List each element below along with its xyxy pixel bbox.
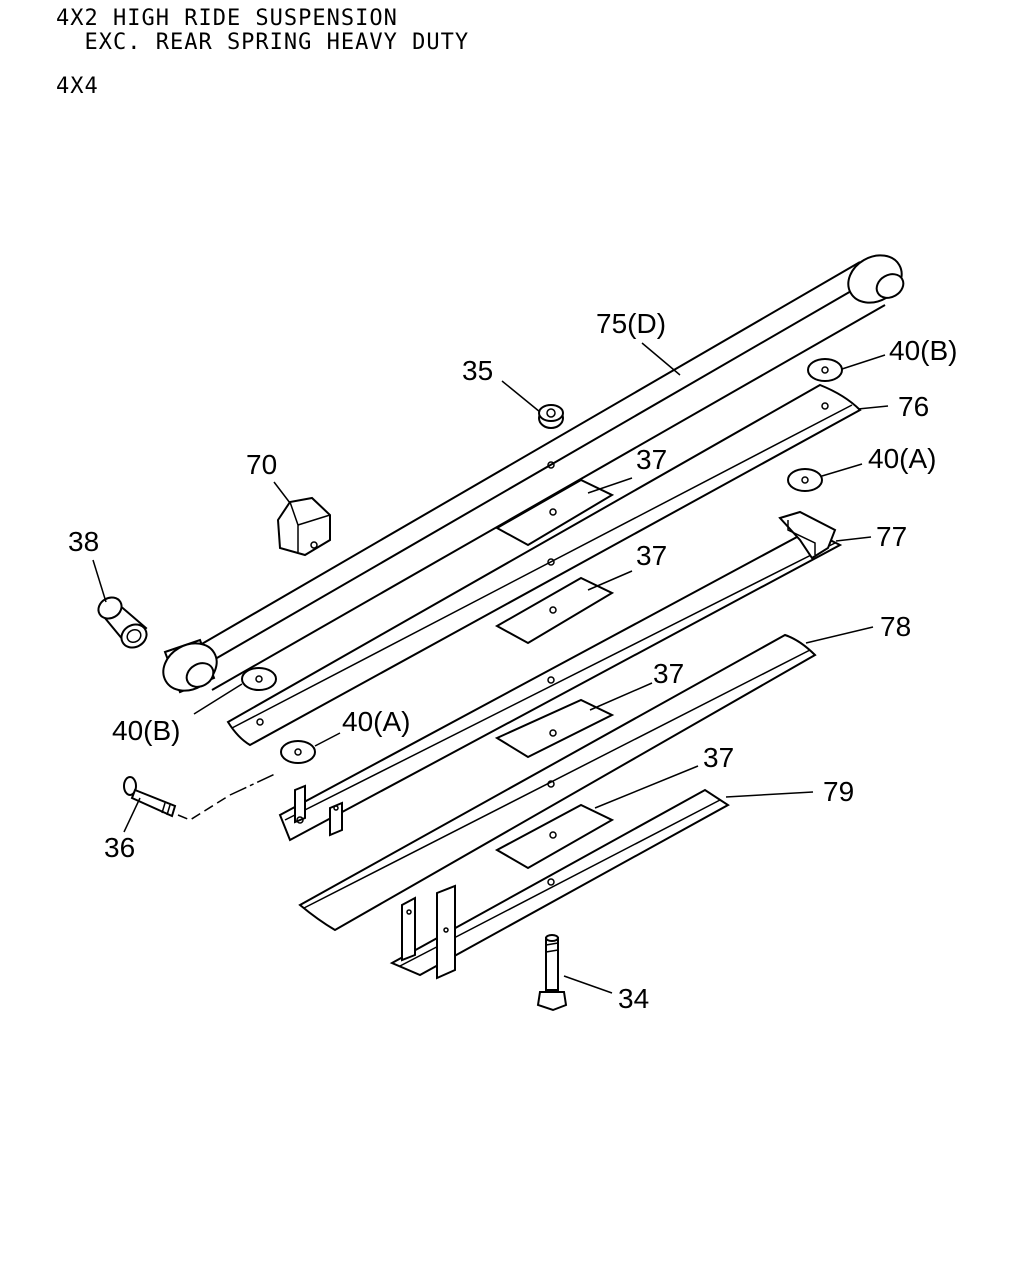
callout-37-4: 37 bbox=[703, 742, 734, 773]
callout-40b-bottom: 40(B) bbox=[112, 715, 180, 746]
washer-40b-top bbox=[807, 358, 843, 382]
washer-40a-top bbox=[787, 468, 823, 492]
header-line-1: 4X2 HIGH RIDE SUSPENSION bbox=[56, 6, 398, 31]
washer-40a-bottom bbox=[280, 740, 316, 764]
leaf-spring-75d bbox=[162, 254, 905, 694]
plate-37-4 bbox=[494, 803, 615, 870]
leader-lines bbox=[92, 342, 889, 994]
callout-40a-bottom: 40(A) bbox=[342, 706, 410, 737]
callout-40b-top: 40(B) bbox=[889, 335, 957, 366]
header-line-2: EXC. REAR SPRING HEAVY DUTY bbox=[56, 30, 470, 55]
callout-76: 76 bbox=[898, 391, 929, 422]
leaf-spring-77 bbox=[278, 510, 843, 842]
callout-40a-top: 40(A) bbox=[868, 443, 936, 474]
callout-34: 34 bbox=[618, 983, 649, 1014]
callout-79: 79 bbox=[823, 776, 854, 807]
callout-38: 38 bbox=[68, 526, 99, 557]
bolt-36 bbox=[123, 773, 276, 821]
plate-37-2 bbox=[494, 576, 615, 645]
callout-37-2: 37 bbox=[636, 540, 667, 571]
washer-40b-bottom bbox=[241, 667, 277, 691]
bushing-38 bbox=[97, 596, 148, 649]
callout-77: 77 bbox=[876, 521, 907, 552]
center-bolt-34 bbox=[536, 934, 568, 1012]
nut-35 bbox=[538, 404, 564, 429]
callout-35: 35 bbox=[462, 355, 493, 386]
plate-37-3 bbox=[494, 698, 615, 759]
callout-37-3: 37 bbox=[653, 658, 684, 689]
plate-37-1 bbox=[494, 478, 615, 547]
leaf-spring-78 bbox=[298, 633, 817, 932]
leaf-spring-79 bbox=[389, 788, 730, 980]
callout-78: 78 bbox=[880, 611, 911, 642]
callout-75d: 75(D) bbox=[596, 308, 666, 339]
leaf-spring-76 bbox=[226, 383, 862, 747]
callout-37-1: 37 bbox=[636, 444, 667, 475]
callout-36: 36 bbox=[104, 832, 135, 863]
bumper-70 bbox=[276, 496, 331, 557]
callout-70: 70 bbox=[246, 449, 277, 480]
header-line-3: 4X4 bbox=[56, 74, 99, 99]
